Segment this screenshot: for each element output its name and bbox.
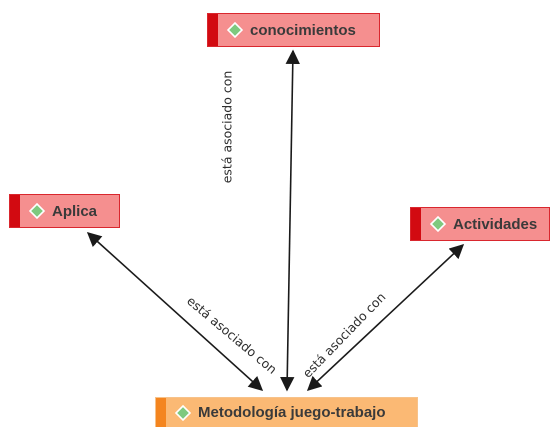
edge-actividades [306,244,465,391]
node-label: Actividades [453,215,538,233]
node-color-bar [156,398,166,427]
node-label: conocimientos [250,21,356,39]
node-actividades[interactable]: Actividades [410,207,550,241]
node-metodologia[interactable]: Metodología juego-trabajo [155,397,418,427]
diamond-icon [227,22,243,38]
node-color-bar [208,14,218,46]
node-color-bar [10,195,20,227]
edge-conocimientos [280,49,300,392]
diamond-icon [430,216,446,232]
diamond-icon [29,203,45,219]
node-aplica[interactable]: Aplica [9,194,120,228]
node-label: Aplica [52,202,98,220]
node-label: Metodología juego-trabajo [198,404,386,421]
diamond-icon [175,404,191,421]
node-conocimientos[interactable]: conocimientos [207,13,380,47]
node-color-bar [411,208,421,240]
edge-label-conocimientos: está asociado con [219,70,235,184]
edge-aplica [86,232,264,391]
